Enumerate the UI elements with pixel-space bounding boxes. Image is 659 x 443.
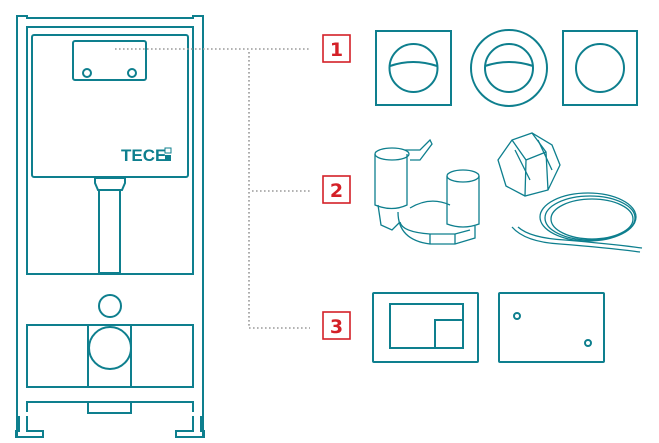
drain-outlet: [88, 326, 132, 370]
hose-coil: [511, 192, 643, 253]
valve-cylinder: [497, 132, 561, 197]
svg-text:1: 1: [330, 39, 343, 61]
tece-logo: TECE: [121, 146, 166, 165]
connection-circle: [98, 294, 122, 318]
actuator-bracket: [374, 138, 480, 245]
svg-text:3: 3: [330, 316, 343, 338]
leader-lines: [115, 48, 310, 329]
flush-pipe: [94, 177, 126, 274]
square-flush-button-single: [562, 30, 638, 106]
label-1: 1: [322, 34, 351, 63]
blank-cover-plate: [498, 292, 605, 363]
label-3: 3: [322, 311, 351, 340]
frame-flush-plate: [72, 40, 147, 81]
installation-frame: TECE: [15, 15, 205, 438]
round-flush-button-dual: [470, 29, 548, 107]
left-foot: [15, 416, 44, 438]
right-foot: [175, 416, 205, 438]
svg-text:2: 2: [330, 180, 343, 202]
cover-plate-with-buttons: [372, 292, 479, 363]
square-flush-button-dual: [375, 30, 452, 106]
label-2: 2: [322, 175, 351, 204]
